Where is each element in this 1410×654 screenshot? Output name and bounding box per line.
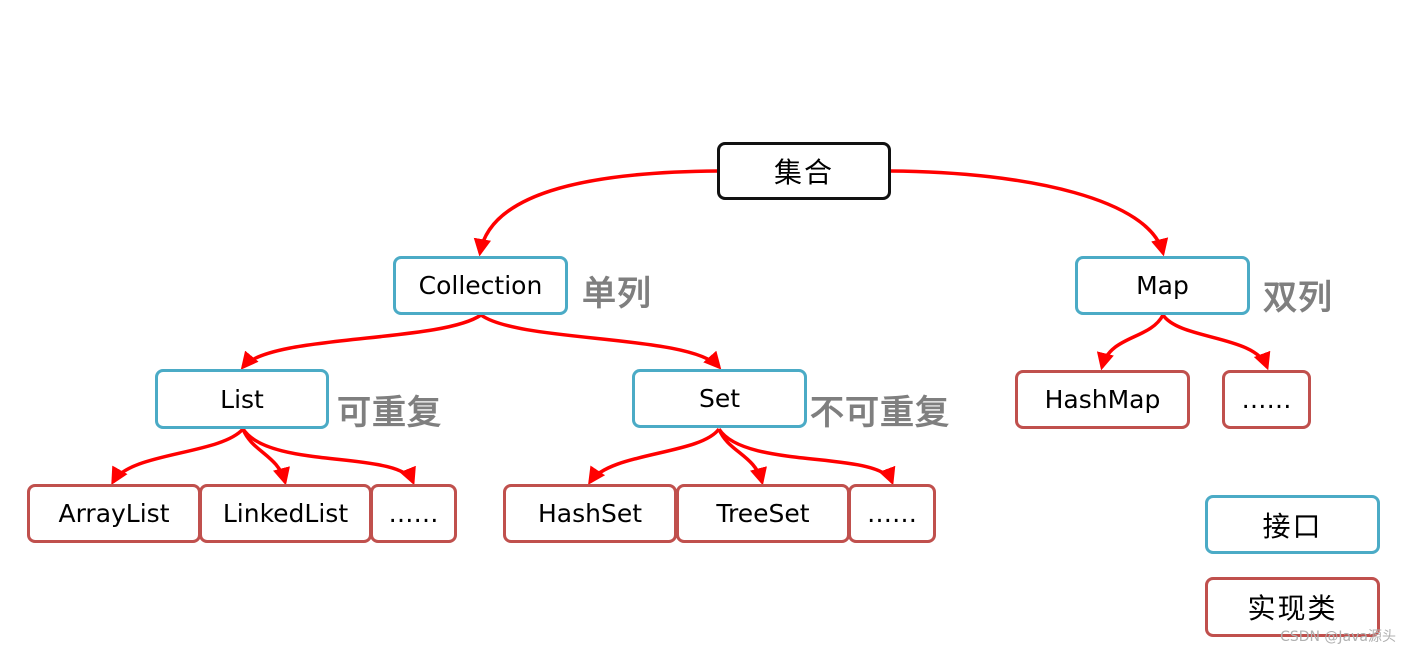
map-node: Map	[1075, 256, 1250, 315]
arrow-collection-list	[240, 313, 482, 370]
set-node: Set	[632, 369, 807, 428]
treeset-node: TreeSet	[676, 484, 850, 543]
arrow-root-collection	[473, 169, 719, 257]
map-label: Map	[1136, 271, 1189, 300]
arrow-set-hashset	[588, 427, 721, 485]
arrow-root-map	[889, 169, 1169, 257]
set-more-label: ……	[867, 499, 917, 528]
legend-implementation: 实现类	[1205, 577, 1380, 637]
arrow-map-more	[1161, 313, 1271, 371]
hashmap-node: HashMap	[1015, 370, 1190, 429]
set-label: Set	[698, 384, 741, 413]
hashset-node: HashSet	[503, 484, 677, 543]
list-more-node: ……	[370, 484, 457, 543]
collection-label: Collection	[418, 271, 543, 300]
arraylist-node: ArrayList	[27, 484, 201, 543]
map-more-node: ……	[1222, 370, 1311, 429]
map-note: 双列	[1263, 278, 1333, 318]
collection-node: Collection	[393, 256, 568, 315]
legend-interface: 接口	[1205, 495, 1380, 554]
arrow-list-arraylist	[111, 427, 245, 486]
set-more-node: ……	[848, 484, 936, 543]
root-label: 集合	[773, 156, 834, 189]
arrow-list-more	[241, 427, 416, 486]
map-more-label: ……	[1241, 385, 1292, 414]
arraylist-label: ArrayList	[58, 499, 170, 528]
root-node: 集合	[717, 142, 891, 200]
treeset-label: TreeSet	[716, 499, 810, 528]
watermark: CSDN @Java源头	[1280, 629, 1396, 645]
arrow-collection-set	[479, 313, 722, 370]
set-note: 不可重复	[810, 393, 950, 433]
linkedlist-label: LinkedList	[222, 499, 349, 528]
list-label: List	[220, 384, 264, 414]
list-note: 可重复	[337, 393, 442, 433]
hashset-label: HashSet	[537, 499, 643, 528]
hashmap-label: HashMap	[1044, 385, 1161, 414]
linkedlist-node: LinkedList	[199, 484, 372, 543]
collection-note: 单列	[582, 274, 652, 314]
legend-interface-label: 接口	[1262, 509, 1323, 543]
list-node: List	[155, 369, 329, 429]
arrow-map-hashmap	[1096, 314, 1165, 371]
arrow-set-more	[717, 427, 896, 486]
legend-implementation-label: 实现类	[1247, 592, 1338, 625]
list-more-label: ……	[388, 499, 439, 528]
